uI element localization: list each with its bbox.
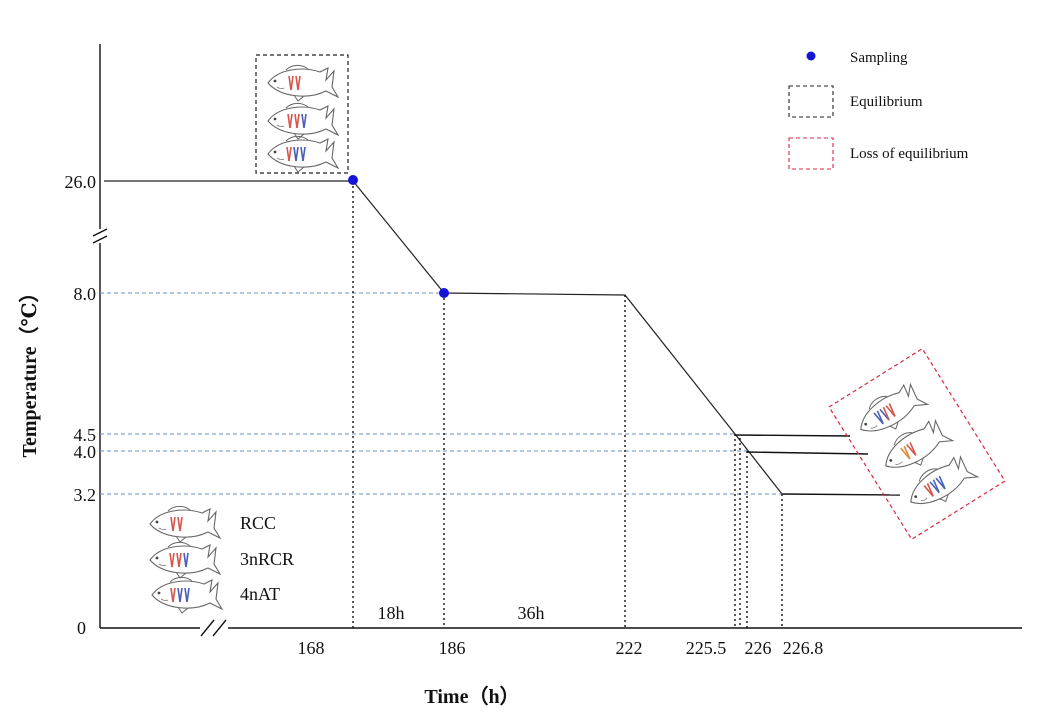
temperature-guides (100, 292, 782, 495)
interval-18h: 18h (378, 603, 405, 623)
x-tick-168: 168 (298, 638, 325, 658)
legend-equilibrium-icon (788, 85, 834, 118)
y-tick-4-5: 4.5 (74, 425, 97, 445)
x-tick-labels: 168 186 222 225.5 226 226.8 (298, 638, 824, 658)
sampling-point-186 (439, 288, 449, 298)
y-tick-3-2: 3.2 (74, 485, 97, 505)
y-tick-labels: 26.0 8.0 4.5 4.0 3.2 0 (65, 172, 97, 638)
fish-3nrcr-icon (267, 102, 339, 140)
loss-fish-3-icon (900, 449, 981, 518)
legend-sampling-label: Sampling (850, 50, 908, 66)
legend: Sampling Equilibrium Loss of equilibrium (788, 50, 969, 170)
x-tick-225-5: 225.5 (686, 638, 727, 658)
legend-sampling-icon (806, 51, 816, 61)
time-markers (352, 181, 783, 628)
y-tick-26: 26.0 (65, 172, 97, 192)
key-3nrcr-icon (149, 541, 221, 579)
x-tick-226-8: 226.8 (783, 638, 824, 658)
equilibrium-box (255, 54, 349, 174)
x-axis-break-icon (200, 619, 228, 637)
x-tick-222: 222 (616, 638, 643, 658)
y-axis-title: Temperature（℃） (18, 282, 41, 457)
fish-rcc-icon (267, 64, 339, 102)
loss-fish-1-icon (850, 376, 931, 446)
interval-36h: 36h (518, 603, 545, 623)
legend-loss-label: Loss of equilibrium (850, 146, 969, 162)
loss-fish-group (828, 347, 1006, 541)
legend-equilibrium-label: Equilibrium (850, 94, 923, 110)
x-tick-186: 186 (439, 638, 466, 658)
loss-line-3-2 (781, 493, 901, 496)
y-tick-0: 0 (77, 618, 86, 638)
key-3nrcr-label: 3nRCR (240, 549, 294, 569)
equilibrium-fish-group (255, 54, 349, 174)
loss-fish-2-icon (875, 413, 956, 482)
y-axis-break-icon (92, 228, 108, 244)
fish-key: RCC 3nRCR 4nAT (149, 505, 294, 614)
loss-level-lines (734, 434, 901, 496)
sampling-point-168 (348, 175, 358, 185)
y-tick-4-0: 4.0 (74, 442, 97, 462)
x-axis-title: Time（h） (424, 685, 519, 708)
loss-line-4-0 (746, 451, 869, 455)
axes (92, 44, 1022, 637)
temperature-profile-line (104, 180, 783, 495)
x-tick-226: 226 (745, 638, 772, 658)
y-tick-8: 8.0 (74, 284, 97, 304)
key-4nat-label: 4nAT (240, 584, 280, 604)
key-4nat-icon (151, 576, 223, 614)
fish-4nat-icon (267, 135, 339, 173)
key-rcc-icon (149, 505, 221, 543)
loss-line-4-5 (734, 434, 851, 437)
legend-loss-icon (788, 137, 834, 170)
key-rcc-label: RCC (240, 513, 276, 533)
